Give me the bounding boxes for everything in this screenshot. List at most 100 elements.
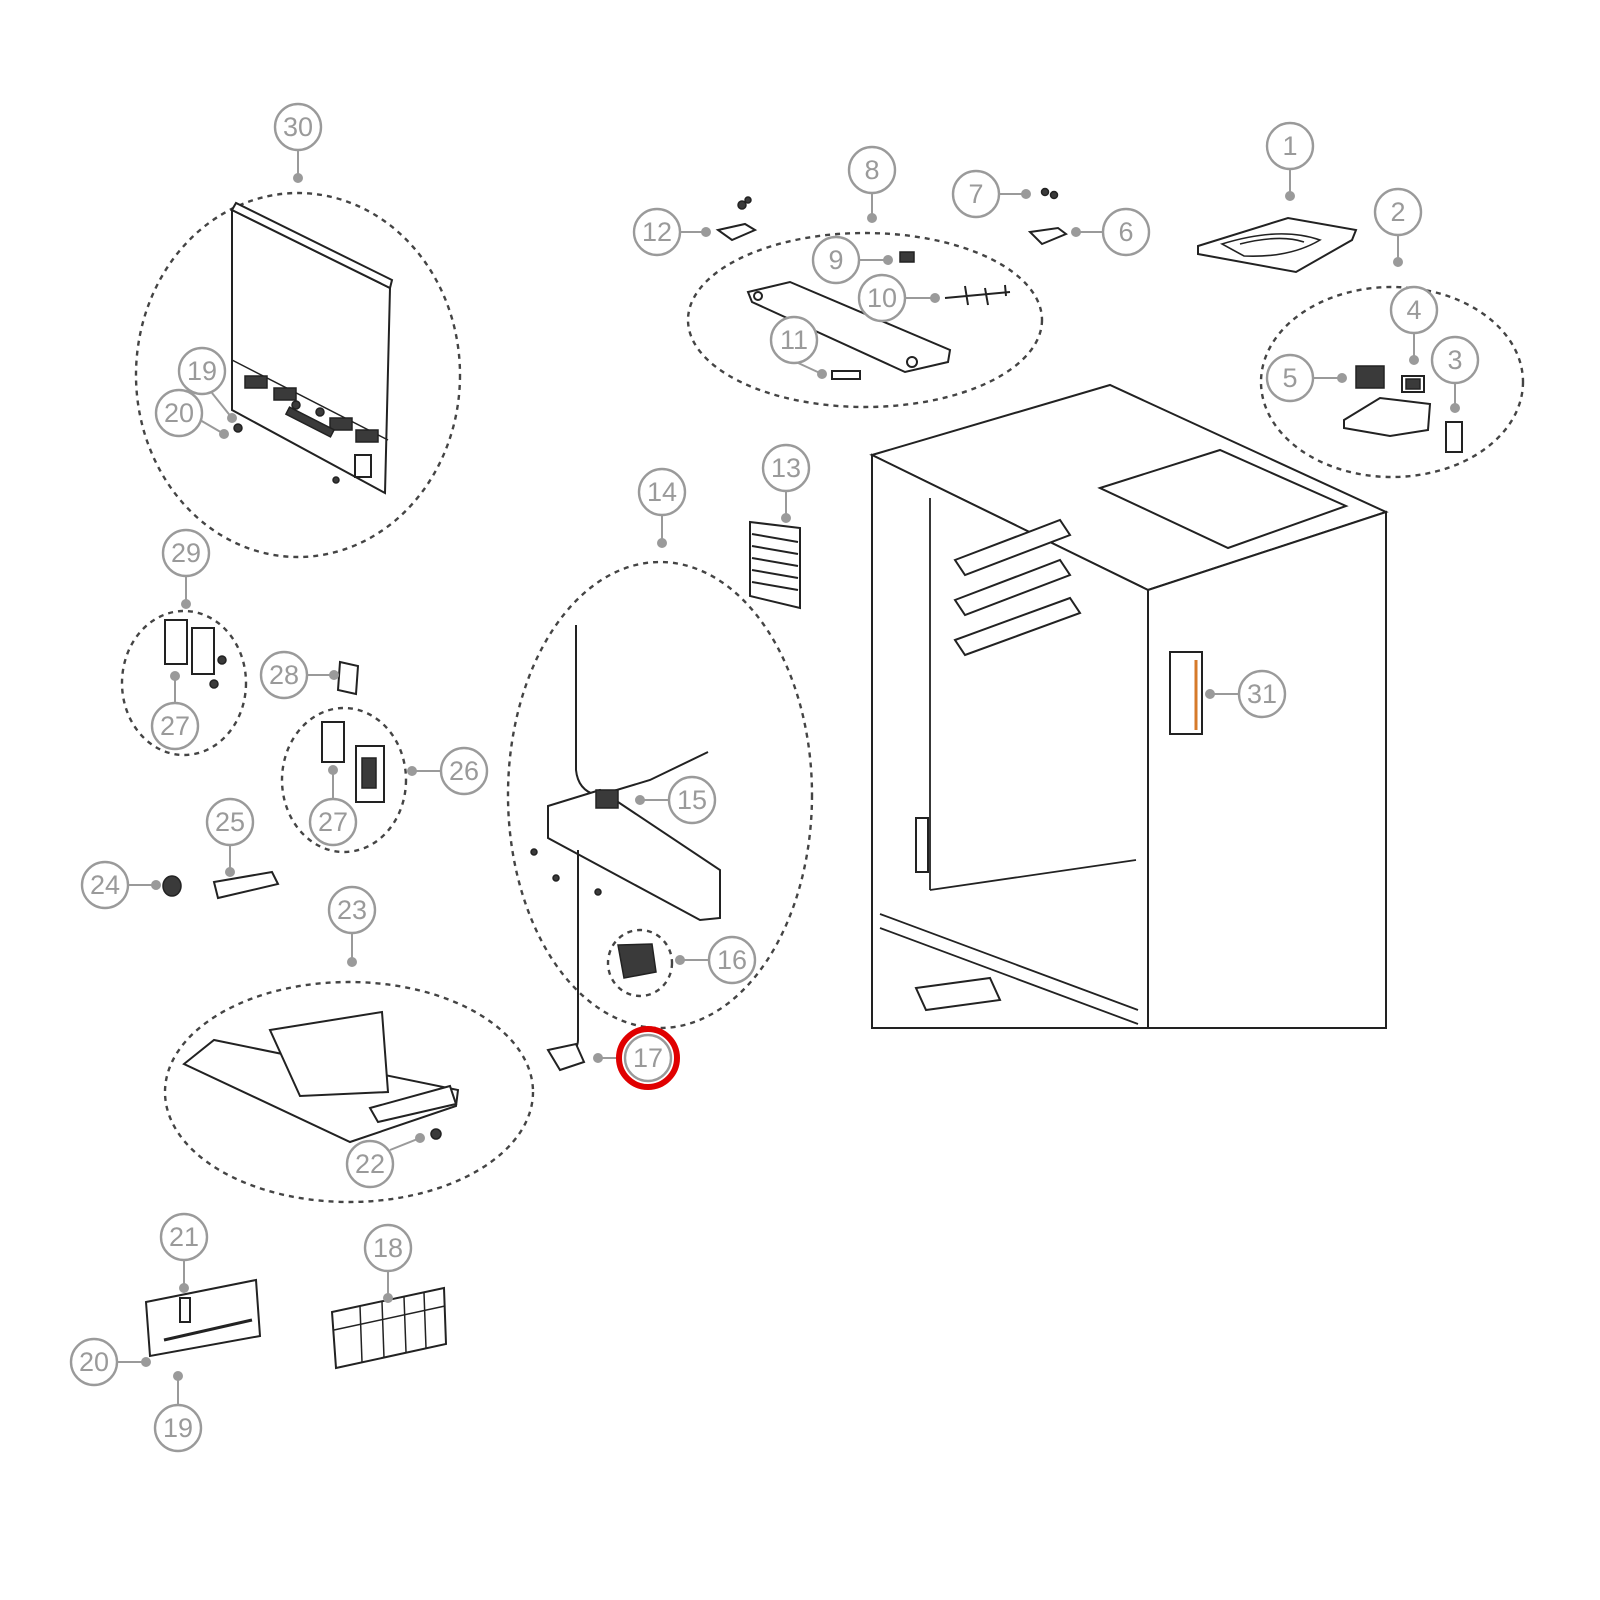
callout-label: 5	[1282, 363, 1297, 393]
part-cross-rail	[746, 251, 1011, 380]
callout-1: 1	[1265, 121, 1315, 171]
callout-11: 11	[769, 315, 819, 365]
callout-29: 29	[161, 528, 211, 578]
callout-label: 19	[187, 356, 217, 386]
callout-3: 3	[1430, 335, 1480, 385]
group-outline-26	[280, 706, 408, 854]
callout-14: 14	[637, 467, 687, 517]
callout-circle	[1430, 335, 1480, 385]
callout-circle	[811, 235, 861, 285]
highlight-ring	[616, 1026, 680, 1090]
callout-13: 13	[761, 443, 811, 493]
refrigerator-cabinet	[869, 383, 1389, 1029]
callout-circle	[1373, 187, 1423, 237]
callout-label: 2	[1390, 197, 1405, 227]
callout-7: 7	[951, 169, 1001, 219]
callout-10: 10	[857, 273, 907, 323]
callout-2: 2	[1373, 187, 1423, 237]
callout-label: 27	[318, 807, 348, 837]
callout-6: 6	[1101, 207, 1151, 257]
callout-20: 20	[69, 1337, 119, 1387]
callout-label: 27	[160, 711, 190, 741]
callout-circle	[80, 860, 130, 910]
callout-circle	[951, 169, 1001, 219]
callout-label: 8	[864, 155, 879, 185]
group-outline-30	[134, 191, 462, 559]
part-29-brackets	[164, 619, 227, 689]
callout-5: 5	[1265, 353, 1315, 403]
callout-circle	[363, 1223, 413, 1273]
callout-circle	[623, 1033, 673, 1083]
callout-label: 15	[677, 785, 707, 815]
part-2-control	[1343, 365, 1463, 453]
callout-label: 9	[828, 245, 843, 275]
callout-label: 23	[337, 895, 367, 925]
callout-label: 1	[1282, 131, 1297, 161]
leader-lines	[118, 150, 1460, 1404]
part-17	[546, 1042, 586, 1072]
callout-label: 3	[1447, 345, 1462, 375]
callout-21: 21	[159, 1212, 209, 1262]
part-18-grille	[330, 1286, 448, 1370]
callout-label: 25	[215, 807, 245, 837]
part-28	[336, 660, 360, 696]
group-outline-29	[120, 609, 248, 757]
callout-26: 26	[439, 746, 489, 796]
callout-label: 19	[163, 1413, 193, 1443]
callout-label: 11	[780, 325, 808, 355]
group-outline-8	[686, 231, 1044, 409]
part-14-assembly	[530, 625, 721, 1072]
part-9	[899, 251, 915, 263]
group-outline-23	[163, 980, 535, 1204]
callout-circle	[159, 1212, 209, 1262]
callout-circle	[637, 467, 687, 517]
callout-label: 26	[449, 756, 479, 786]
callout-label: 16	[717, 945, 747, 975]
callout-label: 21	[169, 1222, 199, 1252]
callout-label: 20	[79, 1347, 109, 1377]
callout-circle	[177, 346, 227, 396]
callout-circle	[1265, 353, 1315, 403]
callout-12: 12	[632, 207, 682, 257]
callout-label: 12	[642, 217, 672, 247]
part-13-evaporator	[749, 520, 801, 610]
part-top-panel	[230, 201, 394, 495]
callout-circle	[345, 1139, 395, 1189]
part-21-bracket	[144, 1278, 262, 1358]
callout-circle	[161, 528, 211, 578]
part-23-drawer	[182, 1010, 460, 1144]
callout-circle	[153, 1403, 203, 1453]
callout-label: 10	[867, 283, 897, 313]
callout-27: 27	[308, 797, 358, 847]
group-outline-16	[606, 928, 674, 998]
part-10-wire	[944, 284, 1011, 306]
callout-label: 4	[1406, 295, 1421, 325]
part-26-brackets	[321, 721, 385, 803]
callout-circle	[308, 797, 358, 847]
callout-27: 27	[150, 701, 200, 751]
callout-circle	[69, 1337, 119, 1387]
callout-circle	[1101, 207, 1151, 257]
part-hinge-right	[1027, 187, 1068, 246]
callout-24: 24	[80, 860, 130, 910]
callout-16: 16	[707, 935, 757, 985]
callout-23: 23	[327, 885, 377, 935]
callout-circle	[761, 443, 811, 493]
callout-circle	[1237, 669, 1287, 719]
callout-circle	[1265, 121, 1315, 171]
callout-17: 17	[623, 1033, 673, 1083]
part-24-25	[162, 870, 280, 900]
callout-label: 29	[171, 538, 201, 568]
callout-15: 15	[667, 775, 717, 825]
callout-label: 17	[633, 1043, 663, 1073]
callout-9: 9	[811, 235, 861, 285]
callout-circle	[847, 145, 897, 195]
part-1-cover	[1197, 216, 1358, 274]
callout-20: 20	[154, 388, 204, 438]
callout-19: 19	[177, 346, 227, 396]
callout-circle	[439, 746, 489, 796]
callout-25: 25	[205, 797, 255, 847]
callout-circle	[150, 701, 200, 751]
